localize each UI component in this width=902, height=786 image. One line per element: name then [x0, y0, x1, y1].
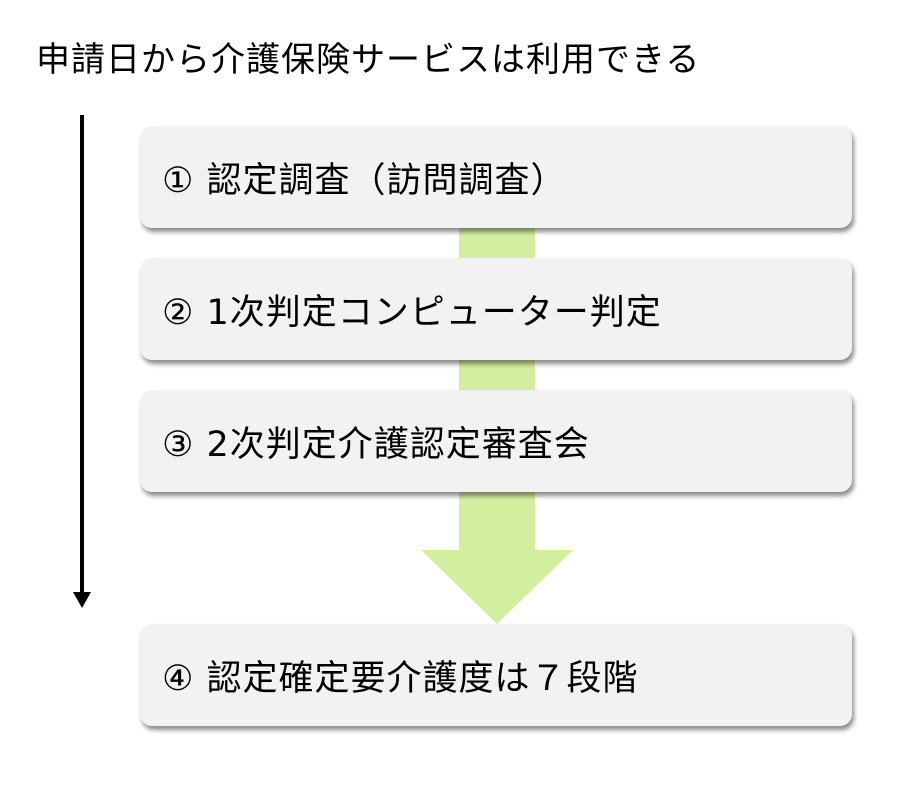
diagram-title: 申請日から介護保険サービスは利用できる — [36, 40, 701, 80]
step-4-box: ④ 認定確定要介護度は７段階 — [140, 624, 852, 726]
step-1-label: ① 認定調査（訪問調査） — [162, 160, 567, 201]
step-2-box: ② 1次判定コンピューター判定 — [140, 258, 852, 360]
step-1-box: ① 認定調査（訪問調査） — [140, 126, 852, 228]
step-4-label: ④ 認定確定要介護度は７段階 — [162, 658, 639, 699]
step-2-label: ② 1次判定コンピューター判定 — [162, 292, 662, 333]
step-3-label: ③ 2次判定介護認定審査会 — [162, 424, 590, 465]
step-3-box: ③ 2次判定介護認定審査会 — [140, 390, 852, 492]
timeline-arrow — [73, 115, 91, 608]
